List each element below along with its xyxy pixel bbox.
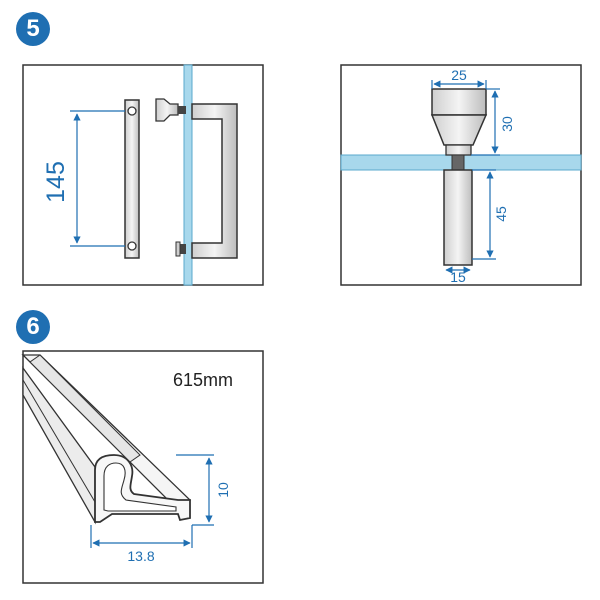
knob-top-taper xyxy=(430,114,488,146)
glass-pane xyxy=(183,64,193,286)
through-stud xyxy=(451,154,465,171)
knob-stud-top xyxy=(178,106,186,114)
knob-top-cap xyxy=(431,88,487,116)
step-6-badge: 6 xyxy=(16,310,50,344)
handle-bar-back xyxy=(191,103,238,259)
dim-25-label: 25 xyxy=(451,67,467,83)
panel-seal-profile: 615mm 10 13.8 xyxy=(21,350,264,584)
dim-15-label: 15 xyxy=(450,269,466,285)
mounting-knob xyxy=(155,98,179,122)
seal-profile-inner xyxy=(103,462,177,512)
knob-stud-bottom xyxy=(178,244,186,254)
knob-top-neck xyxy=(445,144,472,156)
dim-145-label: 145 xyxy=(42,161,70,203)
knob-bottom-cap xyxy=(175,241,181,257)
screw-top-icon xyxy=(127,106,137,116)
dim-30-label: 30 xyxy=(499,116,515,132)
knob-bottom-body xyxy=(443,169,473,266)
dim-13-8-label: 13.8 xyxy=(127,548,154,564)
panel-handle-front: 145 xyxy=(22,64,264,286)
screw-bottom-icon xyxy=(127,241,137,251)
handle-bar-front xyxy=(124,99,140,259)
dim-45-label: 45 xyxy=(493,206,509,222)
seal-strip-edge xyxy=(22,379,96,503)
step-5-badge: 5 xyxy=(16,12,50,46)
panel-knob-detail: 25 30 45 15 xyxy=(340,64,582,286)
seal-length-label: 615mm xyxy=(173,370,233,390)
dim-10-label: 10 xyxy=(215,482,231,498)
